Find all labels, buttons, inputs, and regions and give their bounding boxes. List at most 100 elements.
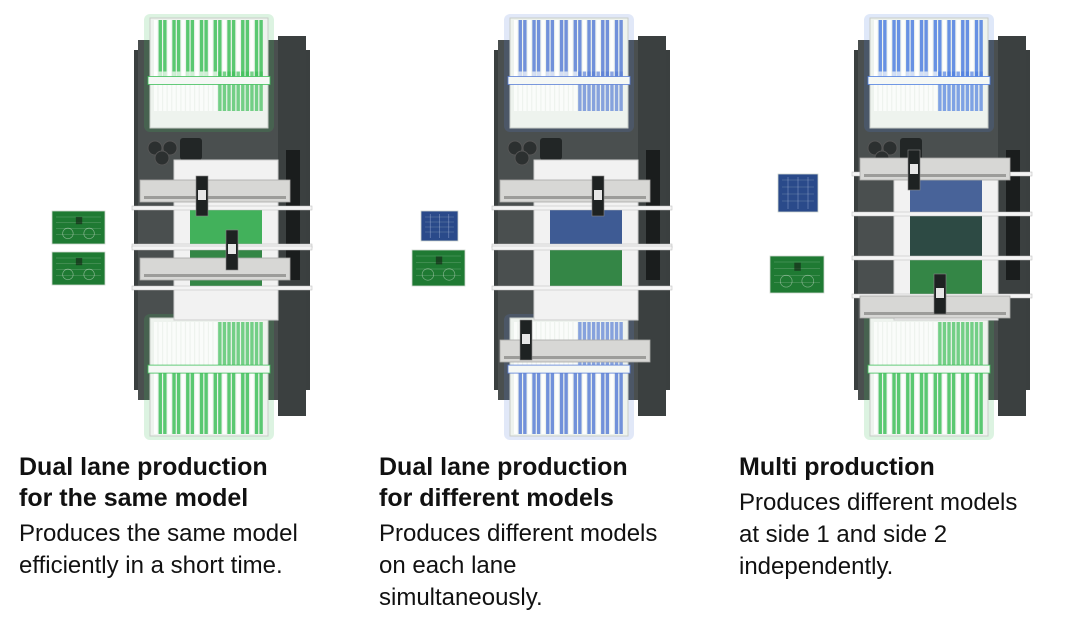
- feeder-slot: [578, 373, 582, 434]
- feeder-slot: [887, 322, 892, 366]
- feeder-slot: [209, 373, 213, 434]
- feeder-slot: [965, 322, 970, 366]
- feeder-slot: [172, 20, 176, 77]
- feeder-slot: [241, 71, 245, 111]
- feeder-slot: [559, 373, 564, 434]
- feeder-bank-top: [864, 14, 994, 132]
- feeder-slot: [614, 20, 619, 77]
- feeder-slot: [569, 373, 573, 434]
- feeder-slot: [227, 20, 231, 77]
- feeder-slot: [231, 373, 236, 434]
- feeder-slot: [887, 373, 892, 434]
- feeder-slot: [915, 20, 919, 77]
- feeder-slot: [591, 373, 596, 434]
- feeder-slot: [555, 71, 559, 111]
- feeder-divider: [147, 364, 271, 374]
- feeder-slot: [541, 71, 545, 111]
- feeder-slot: [956, 373, 960, 434]
- feeder-slot: [965, 373, 970, 434]
- pcb-board-1: [420, 210, 459, 242]
- feeder-slot: [190, 71, 195, 111]
- feeder-slot: [172, 373, 176, 434]
- feeder-slot: [518, 373, 522, 434]
- feeder-slot: [259, 373, 263, 434]
- feeder-slot: [961, 71, 965, 111]
- feeder-slot: [956, 322, 960, 366]
- feeder-slot: [605, 373, 610, 434]
- feeder-slot: [878, 373, 882, 434]
- feeder-slot: [245, 322, 250, 366]
- feeder-slot: [158, 373, 162, 434]
- feeder-slot: [154, 373, 158, 434]
- pcb-board-1: [777, 173, 819, 213]
- feeder-slot: [241, 20, 245, 77]
- feeder-slot: [929, 322, 933, 366]
- feeder-slot: [887, 20, 892, 77]
- feeder-slot: [218, 71, 222, 111]
- feeder-slot: [154, 20, 158, 77]
- feeder-slot: [605, 20, 610, 77]
- feeder-slot: [176, 322, 181, 366]
- feeder-slot: [204, 373, 208, 434]
- feeder-slot: [167, 322, 172, 366]
- feeder-slot: [578, 20, 582, 77]
- feeder-slot: [587, 71, 591, 111]
- feeder-slot: [933, 71, 937, 111]
- feeder-slot: [947, 373, 951, 434]
- beam-rail: [504, 196, 646, 199]
- feeder-slot: [874, 20, 878, 77]
- feeder-slot: [938, 322, 942, 366]
- feeder-slot: [536, 71, 541, 111]
- feeder-slot: [209, 20, 213, 77]
- panel-description: Produces the same model efficiently in a…: [19, 520, 298, 579]
- feeder-slot: [532, 373, 536, 434]
- feeder-slot: [951, 71, 956, 111]
- feeder-slot: [250, 373, 254, 434]
- feeder-slot: [227, 322, 231, 366]
- pcb-board-2: [411, 249, 466, 287]
- feeder-slot: [906, 373, 910, 434]
- feeder-slot: [213, 71, 217, 111]
- feeder-slot: [213, 20, 217, 77]
- feeder-slot: [573, 373, 577, 434]
- mounter-diagram: [51, 14, 313, 440]
- feeder-slot: [158, 322, 162, 366]
- panel-title: Multi production: [739, 453, 935, 481]
- feeder-slot: [979, 71, 983, 111]
- feeder-slot: [163, 20, 167, 77]
- fan-icon: [514, 150, 530, 166]
- feeder-slot: [172, 71, 176, 111]
- head-detail: [198, 190, 206, 200]
- pcb-board-2: [51, 251, 106, 286]
- feeder-slot: [974, 322, 979, 366]
- feeder-slot: [942, 373, 947, 434]
- feeder-slot: [546, 373, 550, 434]
- feeder-slot: [158, 71, 162, 111]
- feeder-slot: [883, 322, 887, 366]
- feeder-slot: [965, 71, 970, 111]
- feeder-slot: [204, 20, 208, 77]
- feeder-slot: [231, 322, 236, 366]
- lane2-board: [550, 248, 622, 288]
- feeder-slot: [582, 373, 587, 434]
- feeder-slot: [892, 373, 896, 434]
- feeder-slot: [596, 20, 600, 77]
- feeder-slot: [956, 20, 960, 77]
- feeder-slot: [929, 71, 933, 111]
- feeder-slot: [961, 373, 965, 434]
- feeder-slot: [979, 322, 983, 366]
- feeder-slot: [186, 373, 190, 434]
- feeder-slot: [901, 20, 905, 77]
- fan-icon: [162, 140, 178, 156]
- feeder-slot: [970, 373, 974, 434]
- feeder-slot: [933, 322, 937, 366]
- feeder-slot: [906, 322, 910, 366]
- feeder-slot: [901, 322, 905, 366]
- feeder-slot: [222, 71, 227, 111]
- feeder-slot: [878, 322, 882, 366]
- feeder-slot: [591, 71, 596, 111]
- machine-illustration: [360, 0, 716, 440]
- pcb-board-2: [769, 255, 825, 294]
- feeder-divider: [867, 364, 991, 374]
- feeder-slot: [550, 373, 555, 434]
